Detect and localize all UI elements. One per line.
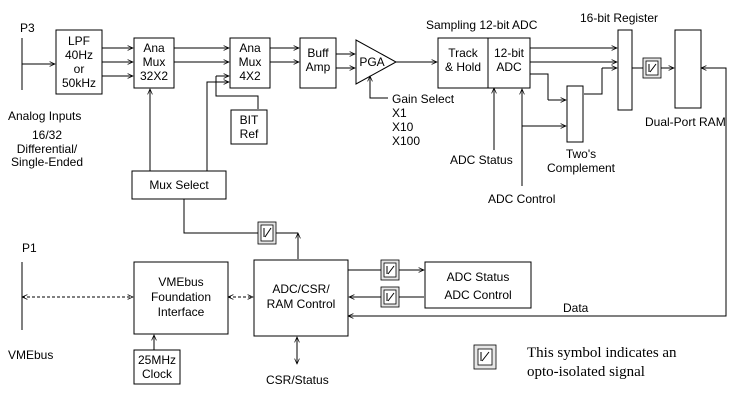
legend-line1: This symbol indicates an <box>527 345 677 361</box>
inputs-spec-line2: Differential/ <box>17 142 78 156</box>
ana-mux1-line1: Ana <box>143 41 165 55</box>
vme-interface-block: VMEbus Foundation Interface <box>133 261 229 335</box>
lpf-line2: 40Hz <box>65 48 93 62</box>
ana-mux-32x2-block: Ana Mux 32X2 <box>133 37 175 89</box>
inputs-spec-line1: 16/32 <box>32 128 62 142</box>
lpf-line3: or <box>74 62 85 76</box>
dual-port-ram-block <box>674 29 702 109</box>
track-hold-line1: Track <box>448 46 479 60</box>
gain-x10: X10 <box>392 120 414 134</box>
mux-select-label: Mux Select <box>149 178 209 192</box>
ana-mux1-line2: Mux <box>143 55 166 69</box>
ana-mux2-line1: Ana <box>239 41 261 55</box>
ana-mux2-line2: Mux <box>239 55 262 69</box>
register-block <box>617 29 633 111</box>
ana-mux2-line3: 4X2 <box>239 69 261 83</box>
bit-ref-block: BIT Ref <box>230 109 268 145</box>
inputs-spec-line3: Single-Ended <box>11 155 83 169</box>
ana-mux-4x2-block: Ana Mux 4X2 <box>229 37 271 89</box>
buff-to-pga-arrows <box>336 54 355 68</box>
opto-symbol-control <box>380 286 400 308</box>
twos-complement-block <box>566 85 584 143</box>
lpf-line1: LPF <box>68 34 90 48</box>
status-control-block: ADC Status ADC Control <box>424 261 532 309</box>
bit-ref-feed-lines <box>215 76 259 109</box>
opto-symbol-register <box>642 57 662 79</box>
legend-line2: opto-isolated signal <box>527 364 645 380</box>
adc-control-label-top: ADC Control <box>488 192 555 206</box>
csr-ram-control-block: ADC/CSR/ RAM Control <box>253 259 349 337</box>
status-control-line2: ADC Control <box>444 288 511 302</box>
track-hold-adc-block: Track & Hold 12-bit ADC <box>437 37 531 89</box>
gain-x100: X100 <box>392 134 420 148</box>
opto-symbol-mux <box>257 221 277 245</box>
data-label: Data <box>563 301 589 315</box>
csr-to-status-lines <box>348 270 424 297</box>
clock-line1: 25MHz <box>138 353 176 367</box>
connector-p1 <box>22 262 133 330</box>
connector-p3 <box>21 38 55 90</box>
adc-status-label-top: ADC Status <box>450 153 513 167</box>
csr-ram-line2: RAM Control <box>267 297 336 311</box>
dual-port-ram-label: Dual-Port RAM <box>645 115 726 129</box>
lpf-block: LPF 40Hz or 50kHz <box>55 29 103 95</box>
buff-amp-line2: Amp <box>306 60 331 74</box>
bit-ref-line1: BIT <box>240 113 259 127</box>
ana-mux1-line3: 32X2 <box>140 69 168 83</box>
mux-select-lines <box>150 82 298 259</box>
opto-symbol-status <box>380 259 400 281</box>
vmebus-label: VMEbus <box>8 348 53 362</box>
mux-select-block: Mux Select <box>131 170 227 200</box>
vme-interface-line1: VMEbus <box>158 275 203 289</box>
vme-interface-line3: Interface <box>158 305 205 319</box>
gain-x1: X1 <box>392 106 407 120</box>
mux1-to-mux2-arrows <box>174 48 229 62</box>
csr-status-label: CSR/Status <box>266 373 329 387</box>
clock-line2: Clock <box>142 367 173 381</box>
register-title: 16-bit Register <box>580 11 658 25</box>
adc12-line2: ADC <box>496 60 522 74</box>
pga-amplifier: PGA <box>355 39 398 85</box>
clock-block: 25MHz Clock <box>133 349 181 385</box>
bit-ref-line2: Ref <box>240 127 259 141</box>
register-to-ram <box>632 57 674 79</box>
sampling-adc-title: Sampling 12-bit ADC <box>426 18 538 32</box>
connector-p1-label: P1 <box>22 241 37 255</box>
gain-select-label: Gain Select <box>392 92 455 106</box>
csr-ram-line1: ADC/CSR/ <box>272 282 330 296</box>
pga-label: PGA <box>359 55 384 69</box>
analog-inputs-label: Analog Inputs <box>8 109 81 123</box>
twos-complement-line2: Complement <box>547 161 616 175</box>
twos-complement-line1: Two's <box>566 147 596 161</box>
status-control-line1: ADC Status <box>447 270 510 284</box>
data-bus-line <box>348 68 727 316</box>
adc12-line1: 12-bit <box>494 46 525 60</box>
buff-amp-line1: Buff <box>307 46 329 60</box>
lpf-line4: 50kHz <box>62 76 96 90</box>
gain-select-line <box>370 76 388 99</box>
lpf-to-mux1-arrows <box>102 48 133 76</box>
legend-opto-symbol <box>473 344 497 370</box>
mux2-to-buff-arrows <box>270 48 299 62</box>
buff-amp-block: Buff Amp <box>299 37 337 89</box>
connector-p3-label: P3 <box>20 21 35 35</box>
track-hold-line2: & Hold <box>445 60 481 74</box>
vme-interface-line2: Foundation <box>151 290 211 304</box>
